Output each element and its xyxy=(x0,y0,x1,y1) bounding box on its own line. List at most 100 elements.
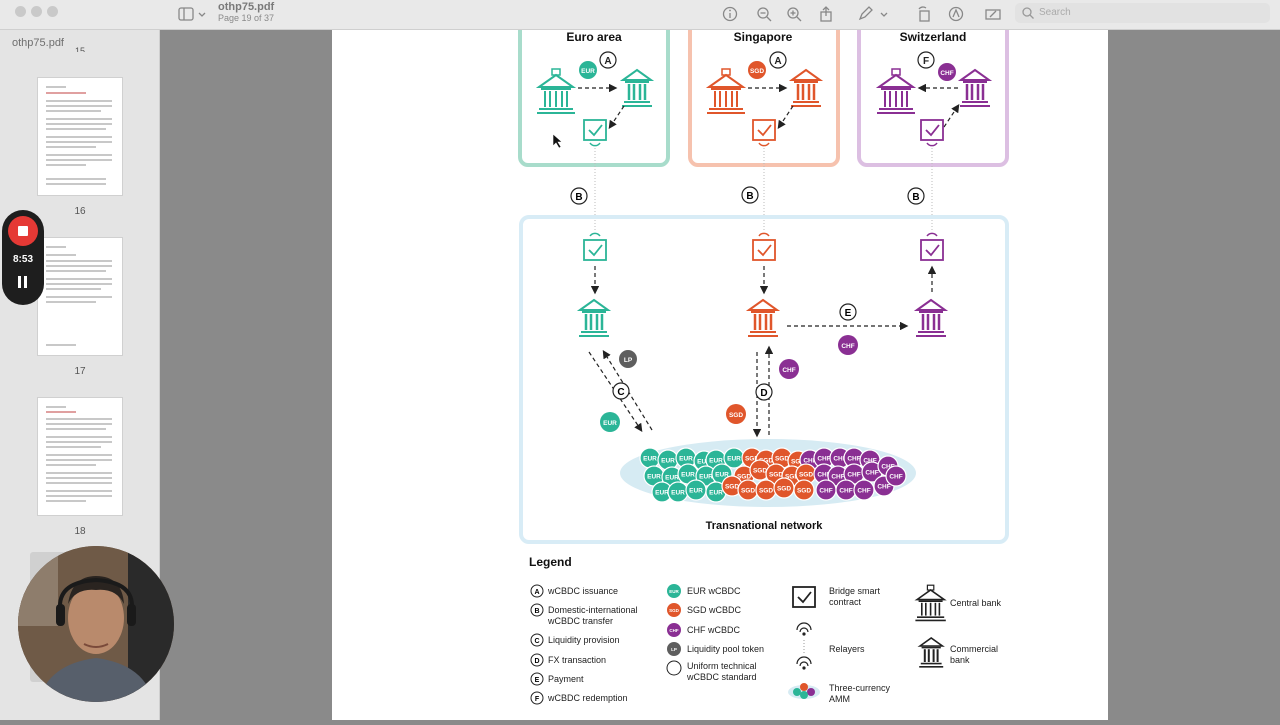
legend-item-label: Commercial xyxy=(950,644,998,654)
amm-icon xyxy=(788,683,820,699)
sgd-coin-icon xyxy=(667,603,681,617)
annotate-icon[interactable] xyxy=(947,5,965,23)
pool-coin-label: SGD xyxy=(791,459,805,466)
chevron-down-icon[interactable] xyxy=(879,5,889,23)
form-fill-icon[interactable] xyxy=(984,5,1002,23)
eur-coin-icon xyxy=(600,412,620,432)
legend-item-label: wCBDC redemption xyxy=(547,693,628,703)
pool-coin-label: EUR xyxy=(697,459,711,466)
svg-text:A: A xyxy=(534,589,539,596)
pool-coin-label: SGD xyxy=(725,484,739,491)
share-icon[interactable] xyxy=(817,5,835,23)
smart-contract-icon xyxy=(752,119,776,141)
svg-text:CHF: CHF xyxy=(940,70,953,77)
smart-contract-icon xyxy=(920,239,944,261)
svg-text:SGD: SGD xyxy=(750,68,764,75)
window-title: othp75.pdf xyxy=(218,1,275,13)
legend-item-label: Three-currency xyxy=(829,683,891,693)
legend-item-label: contract xyxy=(829,597,862,607)
page-thumbnail[interactable] xyxy=(38,238,122,355)
central-bank-icon xyxy=(536,68,576,114)
page-thumbnail[interactable] xyxy=(38,398,122,515)
legend-item-label: bank xyxy=(950,655,970,665)
pool-coin-label: SGD xyxy=(785,474,799,481)
svg-text:CHF: CHF xyxy=(669,628,678,633)
pdf-page: Euro area EUR A Singapore SGD A Switzerl… xyxy=(332,18,1108,720)
step-label-d: D xyxy=(760,388,767,399)
region-switzerland: Switzerland CHF F xyxy=(857,18,1009,167)
region-title: Switzerland xyxy=(900,30,967,44)
pool-coin-label: CHF xyxy=(863,458,876,465)
central-bank-icon xyxy=(706,68,746,114)
search-placeholder: Search xyxy=(1039,7,1071,18)
info-icon[interactable] xyxy=(721,5,739,23)
svg-text:LP: LP xyxy=(671,647,677,652)
markup-pen-icon[interactable] xyxy=(857,5,875,23)
close-window-button[interactable] xyxy=(15,6,26,17)
pool-coin-label: CHF xyxy=(817,472,830,479)
pool-coin-icon xyxy=(885,465,907,487)
svg-text:SGD: SGD xyxy=(669,608,680,613)
legend-item-label: Uniform technical xyxy=(687,661,757,671)
legend-item-label: Bridge smart xyxy=(829,586,881,596)
page-thumbnail[interactable] xyxy=(38,78,122,195)
pool-coin-label: EUR xyxy=(661,458,675,465)
svg-text:SGD: SGD xyxy=(729,412,743,419)
pool-coin-label: CHF xyxy=(817,456,830,463)
page-number-label: 18 xyxy=(74,526,86,537)
smart-contract-icon xyxy=(583,119,607,141)
search-icon xyxy=(1022,7,1034,19)
transnational-network-box xyxy=(519,215,1009,544)
stop-recording-button[interactable] xyxy=(8,216,38,246)
pool-coin-label: SGD xyxy=(759,488,773,495)
step-label-b: B xyxy=(746,191,753,202)
chevron-down-icon[interactable] xyxy=(197,5,207,23)
pool-coin-label: CHF xyxy=(889,474,902,481)
svg-text:D: D xyxy=(534,658,539,665)
legend: Legend A wCBDC issuance B Domestic-inter… xyxy=(529,555,1002,705)
smart-contract-icon xyxy=(920,119,944,141)
minimize-window-button[interactable] xyxy=(31,6,42,17)
legend-item-label: Domestic-international xyxy=(548,605,638,615)
screen-recorder-widget: 8:53 xyxy=(2,210,44,305)
zoom-out-icon[interactable] xyxy=(755,5,773,23)
commercial-bank-icon xyxy=(620,68,654,108)
zoom-window-button[interactable] xyxy=(47,6,58,17)
sidebar-toggle-icon[interactable] xyxy=(177,5,195,23)
step-label-f: F xyxy=(923,56,929,67)
chf-coin-icon xyxy=(838,335,858,355)
pause-icon[interactable] xyxy=(17,276,29,290)
pool-coin-label: EUR xyxy=(655,490,669,497)
pool-coin-label: EUR xyxy=(665,475,679,482)
rotate-icon[interactable] xyxy=(915,5,933,23)
lp-token-icon xyxy=(619,350,637,368)
chf-coin-icon xyxy=(938,63,956,81)
svg-text:LP: LP xyxy=(624,357,633,364)
central-bank-icon xyxy=(914,584,947,622)
search-field[interactable]: Search xyxy=(1015,3,1270,23)
pool-coin-label: EUR xyxy=(679,456,693,463)
step-label-b: B xyxy=(575,192,582,203)
sgd-coin-icon xyxy=(726,404,746,424)
step-label-a: A xyxy=(774,56,781,67)
pool-coin-label: CHF xyxy=(857,488,870,495)
svg-text:EUR: EUR xyxy=(581,68,595,75)
zoom-in-icon[interactable] xyxy=(785,5,803,23)
pool-coin-label: CHF xyxy=(877,484,890,491)
step-label-b: B xyxy=(912,192,919,203)
pool-coin-label: CHF xyxy=(803,458,816,465)
pool-coin-label: EUR xyxy=(681,472,695,479)
step-label-c: C xyxy=(617,387,624,398)
legend-item-label: EUR wCBDC xyxy=(687,586,741,596)
pool-coin-label: SGD xyxy=(775,456,789,463)
pool-coin-label: SGD xyxy=(759,458,773,465)
pool-coin-label: SGD xyxy=(769,472,783,479)
legend-item-label: wCBDC issuance xyxy=(547,586,618,596)
mouse-cursor-icon xyxy=(552,133,563,149)
pool-coin-label: CHF xyxy=(847,472,860,479)
pool-coin-icon xyxy=(853,479,875,501)
commercial-bank-icon xyxy=(914,298,948,338)
region-title: Euro area xyxy=(566,30,622,44)
pool-coin-icon xyxy=(793,479,815,501)
svg-text:B: B xyxy=(534,608,539,615)
